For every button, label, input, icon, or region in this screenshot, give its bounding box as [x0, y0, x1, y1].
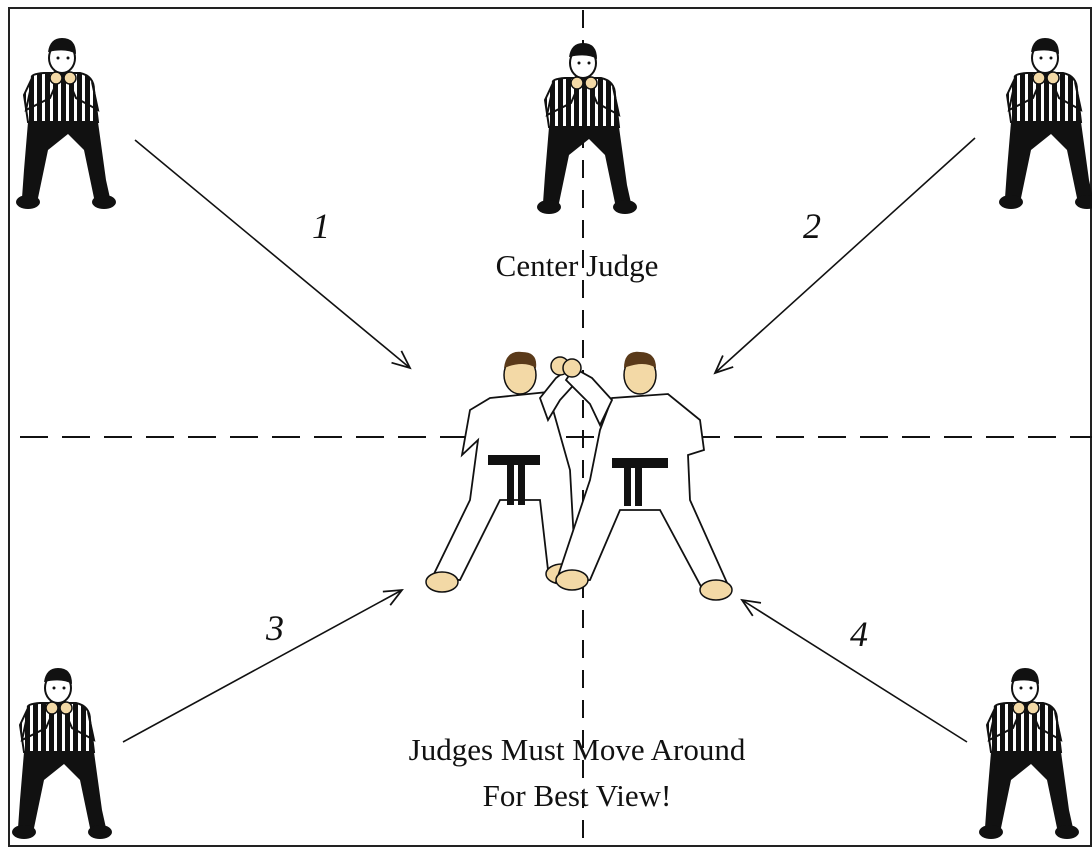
referee-bottom-right-icon — [978, 667, 1080, 840]
referee-bottom-left-icon — [11, 667, 113, 840]
referee-center-judge-icon — [536, 42, 638, 215]
arrow-3 — [122, 588, 404, 743]
arrow-number-3: 3 — [265, 608, 284, 648]
caption-line-2: For Best View! — [483, 778, 672, 813]
arrow-number-2: 2 — [803, 206, 821, 246]
arrow-2 — [713, 137, 976, 375]
referee-top-right-icon — [998, 37, 1092, 210]
arrow-1 — [134, 139, 412, 370]
center-judge-label: Center Judge — [496, 248, 659, 283]
caption-line-1: Judges Must Move Around — [409, 732, 746, 767]
karate-fighters-icon — [425, 351, 733, 601]
arrow-4 — [740, 598, 968, 743]
referee-top-left-icon — [15, 37, 117, 210]
arrow-number-1: 1 — [312, 206, 330, 246]
diagram-border — [8, 7, 1092, 847]
arrow-number-4: 4 — [850, 614, 868, 654]
